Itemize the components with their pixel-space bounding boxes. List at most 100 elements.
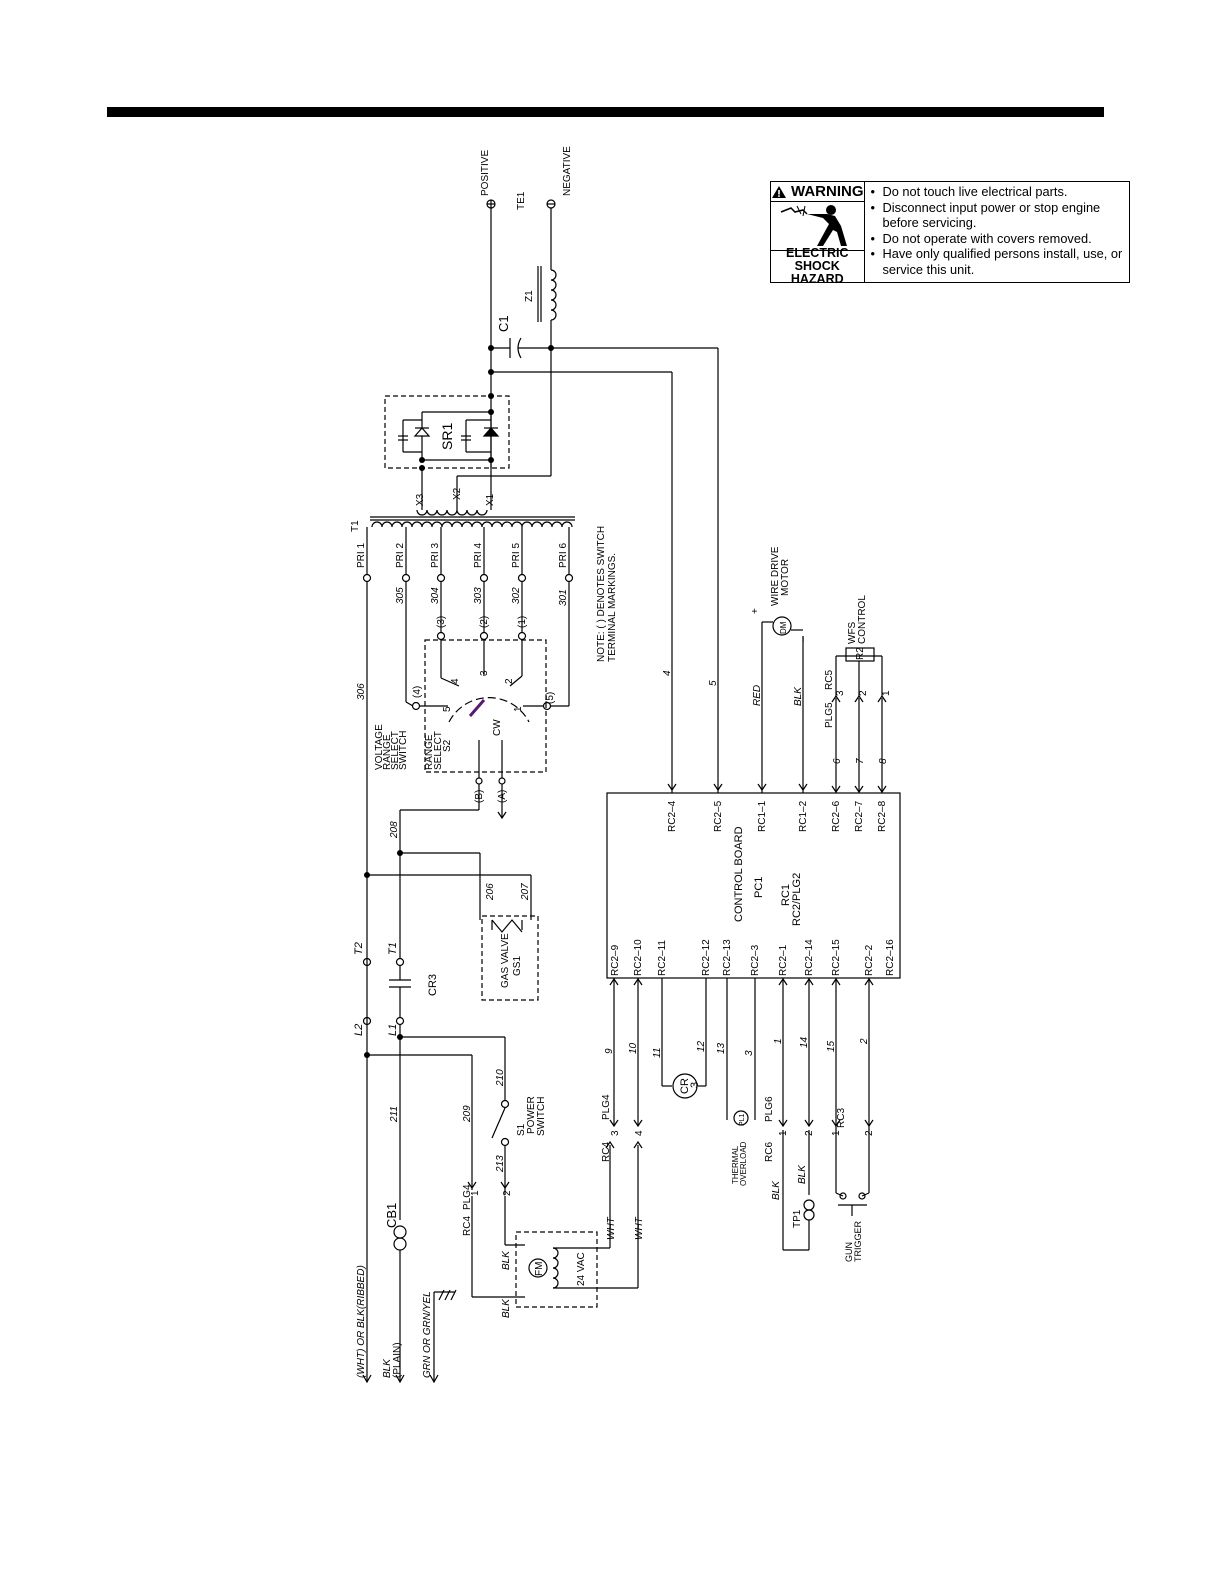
wire-302-label: 302 [511, 587, 522, 604]
cr-3-label: 3 [689, 1082, 701, 1088]
rc4-lower-label: RC4 [462, 1216, 473, 1236]
wire-213-label: 213 [495, 1155, 506, 1173]
electric-shock-icon [771, 202, 864, 250]
term-b-label: (B) [474, 790, 485, 803]
note-line1: NOTE: ( ) DENOTES SWITCH [596, 526, 607, 662]
wire-304-label: 304 [430, 587, 441, 604]
warning-item: Do not touch live electrical parts. [871, 184, 1130, 200]
pri5-label: PRI 5 [511, 543, 522, 568]
pin-rc2-8: RC2–8 [877, 800, 888, 832]
wire-3-label: 3 [744, 1050, 755, 1056]
board-pc1: PC1 [753, 877, 765, 898]
warning-list: Do not touch live electrical parts. Disc… [865, 182, 1130, 282]
pin-rc2-14: RC2–14 [804, 939, 815, 976]
rc4-label: RC4 [601, 1142, 612, 1162]
plg5-label: PLG5 [824, 702, 835, 728]
pin-rc2-6: RC2–6 [831, 800, 842, 832]
hazard-caption-line1: ELECTRIC [786, 246, 849, 260]
wire-12-label: 12 [696, 1040, 707, 1052]
cb1-label: CB1 [384, 1203, 399, 1228]
warning-label: WARNING ELECTRIC SHOCK HAZARD Do not tou… [770, 181, 1130, 286]
wire-6-label: 6 [832, 758, 843, 764]
trigger-label: TRIGGER [853, 1220, 863, 1262]
hazard-caption-line2: SHOCK HAZARD [790, 259, 844, 286]
rc5-label: RC5 [824, 670, 835, 690]
pl1-label: PL1 [739, 1113, 746, 1126]
wires [362, 199, 901, 1384]
plg6-pin1: 1 [778, 1130, 789, 1136]
wire-301-label: 301 [558, 589, 569, 606]
negative-label: NEGATIVE [562, 146, 573, 196]
warning-triangle-icon [772, 185, 786, 198]
wire-15-label: 15 [826, 1040, 837, 1052]
wire-14-label: 14 [799, 1036, 810, 1048]
wire-drive-label: WIRE DRIVE [770, 546, 781, 606]
rc3-label: RC3 [836, 1108, 847, 1128]
z1-label: Z1 [524, 290, 535, 302]
wht-upper: WHT [606, 1216, 617, 1240]
plg5-pin2: 2 [858, 690, 869, 696]
pin-rc2-1: RC2–1 [778, 944, 789, 976]
t2-label: T2 [353, 942, 365, 955]
range-select-line1: RANGE [424, 734, 435, 770]
gas-valve-label: GAS VALVE [500, 933, 511, 988]
blk-fm-upper: BLK [501, 1250, 512, 1270]
plg6-pin2: 2 [804, 1130, 815, 1136]
pin-rc2-4: RC2–4 [667, 800, 678, 832]
pin-rc2-5: RC2–5 [713, 800, 724, 832]
wht-lower: WHT [634, 1216, 645, 1240]
plg5-pin3: 3 [835, 690, 846, 696]
thermal-label: THERMAL [731, 1145, 740, 1184]
range-select-line2: SELECT [433, 731, 444, 770]
s1-label: S1 [516, 1123, 527, 1136]
pin-rc2-10: RC2–10 [633, 939, 644, 976]
wire-306-label: 306 [356, 683, 367, 700]
wire-2-label: 2 [859, 1038, 870, 1045]
plg4-pin3: 3 [610, 1130, 621, 1136]
positive-label: POSITIVE [480, 150, 491, 196]
wire-305-label: 305 [395, 587, 406, 604]
vac-label: 24 VAC [576, 1252, 587, 1286]
wire-10-label: 10 [628, 1042, 639, 1054]
tp1-label: TP1 [792, 1209, 803, 1228]
wire-11-label: 11 [652, 1048, 663, 1058]
wire-208-label: 208 [389, 821, 400, 839]
pos-3-label: 3 [479, 670, 490, 676]
wfs-label: WFS [847, 621, 858, 644]
wire-5-label: 5 [708, 680, 719, 686]
blk-tp1-left: BLK [771, 1180, 782, 1200]
wire-1-label: 1 [773, 1038, 784, 1044]
term-1-label: (1) [517, 616, 528, 628]
r2-label: R2 [855, 647, 866, 660]
term-2-label: (2) [479, 616, 490, 628]
pin-rc2-11: RC2–11 [657, 940, 668, 976]
red-label: RED [752, 685, 763, 706]
rc3-pin1: 1 [831, 1130, 842, 1136]
wire-8-label: 8 [878, 758, 889, 764]
plg5-pin1: 1 [881, 690, 892, 696]
wire-206-label: 206 [485, 883, 496, 901]
l2-label: L2 [353, 1024, 365, 1036]
pos-1-label: 1 [513, 706, 524, 712]
board-rc1: RC1 [780, 884, 792, 906]
cr3-label: CR3 [427, 974, 439, 996]
te1-label: TE1 [516, 191, 527, 210]
s2-label: S2 [442, 739, 453, 752]
hazard-caption: ELECTRIC SHOCK HAZARD [771, 246, 864, 286]
gun-label: GUN [844, 1242, 854, 1262]
pos-4-label: 4 [450, 678, 461, 684]
pin-rc2-9: RC2–9 [610, 944, 621, 976]
c1-label: C1 [496, 315, 511, 332]
pin-rc1-2: RC1–2 [798, 800, 809, 832]
t1-label: T1 [350, 520, 361, 532]
board-title: CONTROL BOARD [733, 826, 745, 922]
vrs-line4: SWITCH [398, 731, 409, 770]
wire-211-label: 211 [389, 1106, 400, 1123]
minus-label: – [798, 636, 809, 642]
wire-303-label: 303 [473, 587, 484, 604]
note-line2: TERMINAL MARKINGS. [607, 553, 618, 662]
l1-label: L1 [387, 1024, 399, 1036]
term-3-label: (3) [436, 616, 447, 628]
pin-rc2-12: RC2–12 [701, 939, 712, 976]
